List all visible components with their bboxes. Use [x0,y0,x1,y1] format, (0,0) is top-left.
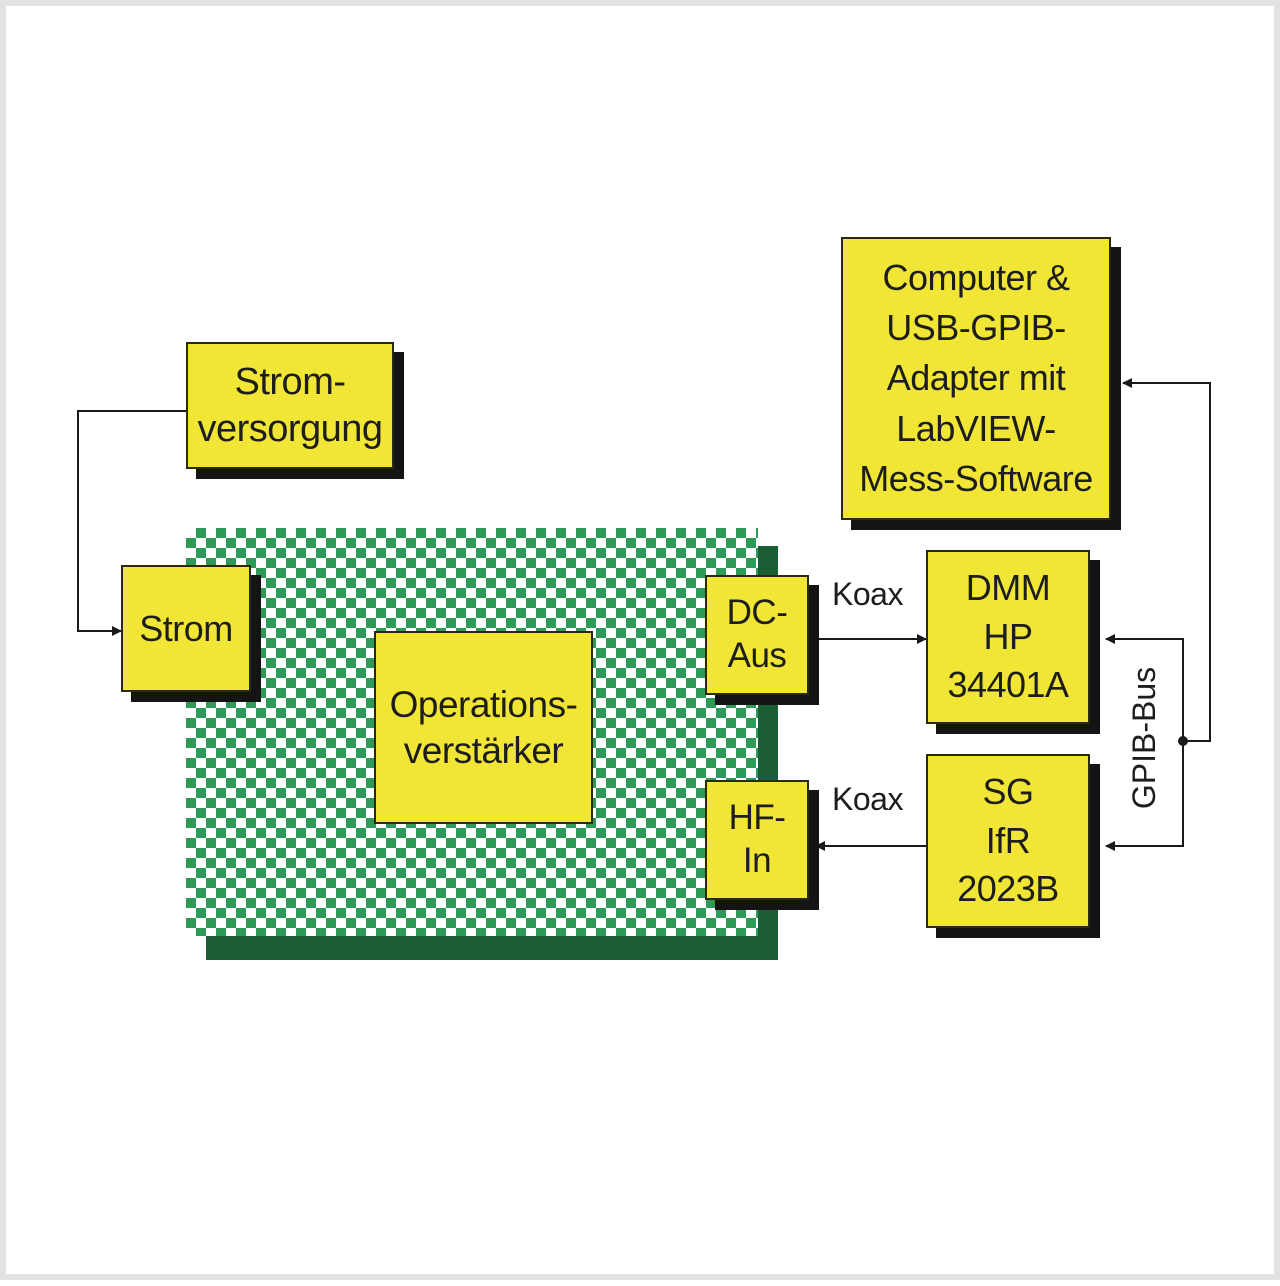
block-stromversorgung: Strom- versorgung [186,342,394,469]
strom-label: Strom [139,607,233,649]
power-line [77,410,186,636]
stromversorgung-label: Strom- versorgung [197,361,383,450]
opamp-label: Operations- verstärker [389,684,578,771]
block-strom: Strom [121,565,251,692]
block-computer: Computer & USB-GPIB- Adapter mit LabVIEW… [841,237,1111,520]
hf-in-label: HF- In [728,798,786,880]
koax-label-top: Koax [832,576,903,612]
block-dmm: DMM HP 34401A [926,550,1090,724]
gpib-to-computer [1122,378,1211,742]
block-operationsverstaerker: Operations- verstärker [374,631,593,824]
koax-label-bottom: Koax [832,781,903,817]
gpib-to-sg [1105,741,1184,851]
block-dc-aus: DC- Aus [705,575,809,695]
computer-label: Computer & USB-GPIB- Adapter mit LabVIEW… [859,256,1093,500]
dc-aus-label: DC- Aus [726,593,788,675]
gpib-to-dmm [1105,634,1184,741]
block-hf-in: HF- In [705,780,809,900]
sg-label: SG IfR 2023B [957,771,1059,910]
dmm-label: DMM HP 34401A [947,567,1069,706]
connection-lines [77,378,1211,851]
gpib-bus-label: GPIB-Bus [1126,666,1162,810]
gpib-junction [1178,736,1188,746]
block-sg: SG IfR 2023B [926,754,1090,928]
